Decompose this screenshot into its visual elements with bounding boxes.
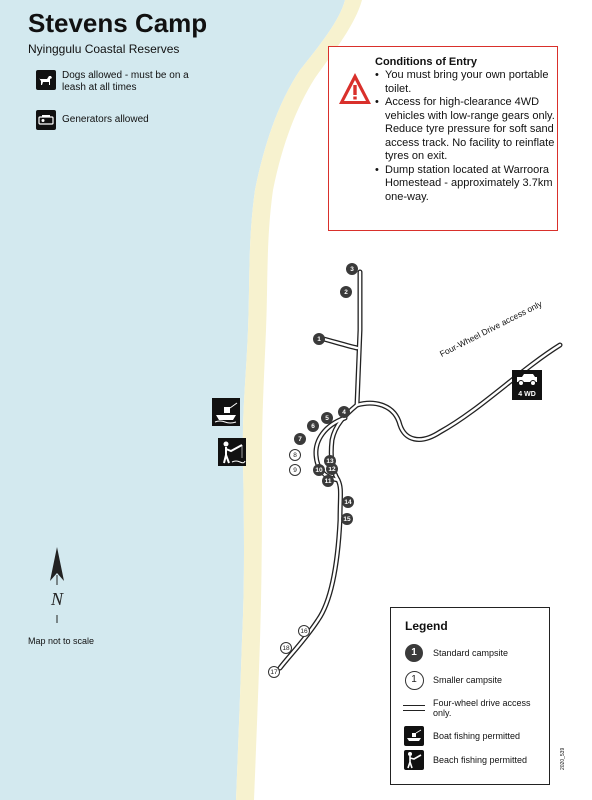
legend-boat-label: Boat fishing permitted: [433, 731, 521, 741]
campsite-marker-17: 17: [268, 666, 280, 678]
four-wheel-drive-icon: [517, 374, 537, 386]
document-code: 2020_539: [560, 747, 566, 770]
four-wheel-drive-label: 4 WD: [518, 391, 536, 398]
campsite-marker-4: 4: [338, 406, 350, 418]
map-subtitle: Nyinggulu Coastal Reserves: [28, 42, 180, 56]
campsite-marker-3: 3: [346, 263, 358, 275]
campsite-marker-18: 18: [280, 642, 292, 654]
boat-fishing-icon: [212, 398, 240, 426]
legend-boat: Boat fishing permitted: [403, 725, 520, 747]
conditions-list: You must bring your own portable toilet.…: [375, 69, 555, 204]
conditions-box: Conditions of Entry You must bring your …: [328, 46, 558, 231]
beach-fishing-icon: [218, 438, 246, 466]
campsite-marker-7: 7: [294, 433, 306, 445]
smaller-campsite-symbol: 1: [404, 670, 424, 690]
campsite-marker-2: 2: [340, 286, 352, 298]
campsite-marker-9: 9: [289, 464, 301, 476]
legend-road-label: Four-wheel drive access only.: [433, 698, 531, 718]
campsite-marker-8: 8: [289, 449, 301, 461]
four-wheel-drive-badge: 4 WD: [512, 370, 542, 400]
condition-item: Access for high-clearance 4WD vehicles w…: [375, 96, 555, 164]
campsite-marker-15: 15: [341, 513, 353, 525]
boat-fishing-icon: [404, 726, 424, 746]
feature-dogs: Dogs allowed - must be on a leash at all…: [36, 70, 196, 94]
beach-sand: [236, 0, 362, 800]
legend-smaller-label: Smaller campsite: [433, 675, 503, 685]
legend-heading: Legend: [405, 619, 448, 633]
road-symbol: [403, 705, 425, 711]
feature-generators-label: Generators allowed: [62, 114, 149, 125]
dog-icon: [36, 70, 56, 90]
campsite-marker-1: 1: [313, 333, 325, 345]
sea-area: [0, 0, 345, 800]
legend-road: Four-wheel drive access only.: [403, 697, 541, 719]
campsite-marker-11: 11: [322, 475, 334, 487]
condition-item: You must bring your own portable toilet.: [375, 69, 555, 96]
campsite-marker-10: 10: [313, 464, 325, 476]
campsite-marker-14: 14: [342, 496, 354, 508]
legend-beach-label: Beach fishing permitted: [433, 755, 528, 765]
campsite-marker-6: 6: [307, 420, 319, 432]
legend-beach: Beach fishing permitted: [403, 749, 527, 771]
legend-box: Legend 1 Standard campsite 1 Smaller cam…: [390, 607, 550, 785]
legend-standard-label: Standard campsite: [433, 648, 509, 658]
campsite-marker-13: 13: [324, 455, 336, 467]
standard-campsite-symbol: 1: [405, 644, 423, 662]
campsite-marker-16: 16: [298, 625, 310, 637]
condition-item: Dump station located at Warroora Homeste…: [375, 164, 555, 205]
scale-note: Map not to scale: [28, 636, 95, 646]
campsite-marker-5: 5: [321, 412, 333, 424]
feature-generators: Generators allowed: [36, 110, 196, 130]
north-label: N: [50, 589, 64, 609]
conditions-heading: Conditions of Entry: [375, 56, 478, 68]
north-arrow-icon: N: [50, 547, 64, 623]
legend-smaller: 1 Smaller campsite: [403, 669, 502, 691]
generator-icon: [36, 110, 56, 130]
legend-standard: 1 Standard campsite: [403, 642, 508, 664]
warning-icon: [339, 73, 371, 104]
beach-fishing-icon: [404, 750, 424, 770]
feature-dogs-label: Dogs allowed - must be on a leash at all…: [62, 70, 189, 93]
map-title: Stevens Camp: [28, 8, 208, 38]
